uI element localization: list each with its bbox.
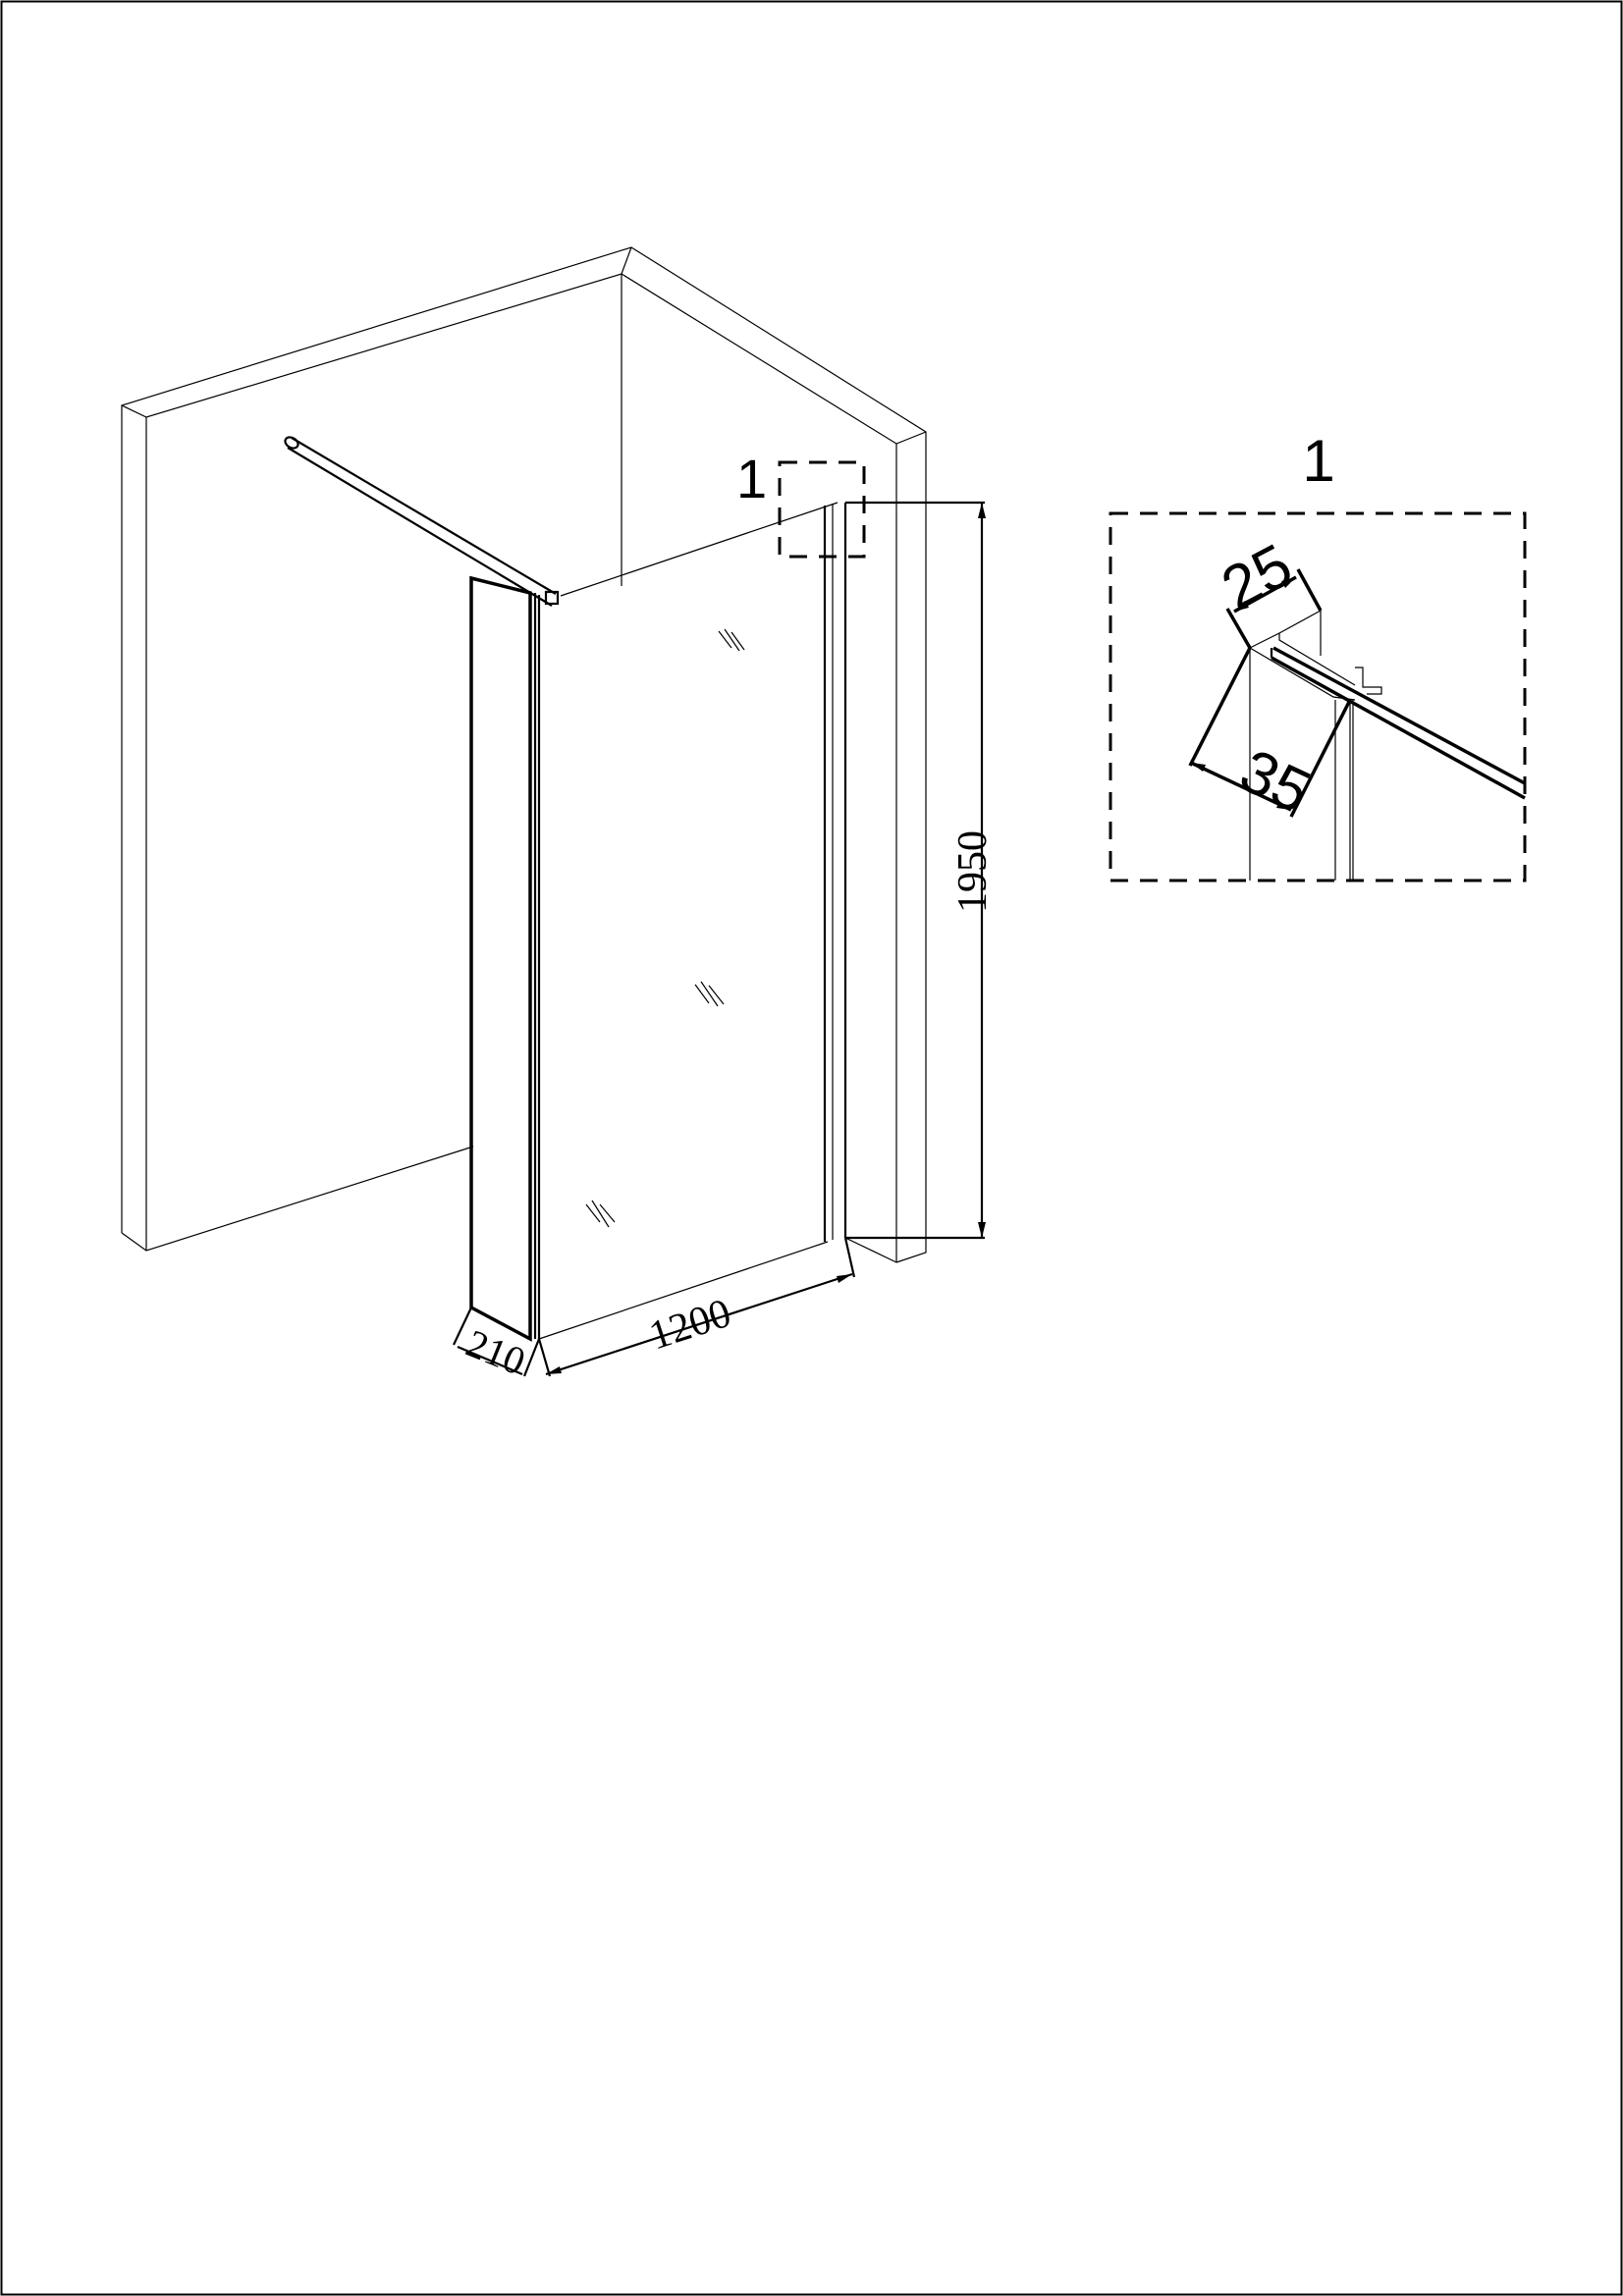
height-dimension: 1950	[845, 501, 996, 1240]
profile-width-label: 25	[1212, 531, 1303, 622]
detail-view: 1 25	[1109, 428, 1527, 882]
detail-box	[1109, 511, 1527, 882]
height-dimension-label: 1950	[950, 830, 996, 913]
glass-panel	[538, 502, 847, 1340]
profile-width-dimension: 25	[1212, 531, 1323, 649]
support-arm	[284, 436, 560, 607]
profile-section	[1249, 610, 1526, 881]
detail-callout-label: 1	[736, 448, 767, 509]
width-dimension: 1200	[537, 1237, 856, 1377]
glass-reflection-mark	[585, 628, 745, 1228]
wall-corner	[121, 246, 927, 1263]
width-dimension-label: 1200	[644, 1291, 736, 1360]
detail-title: 1	[1302, 428, 1334, 494]
return-panel	[469, 575, 541, 1342]
detail-callout-box	[778, 460, 866, 559]
profile-depth-label: 35	[1230, 737, 1321, 828]
